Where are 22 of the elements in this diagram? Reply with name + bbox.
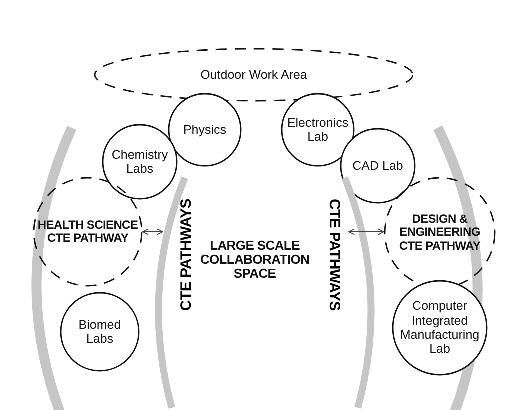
lab-circle — [102, 124, 178, 200]
lab-circle — [168, 93, 242, 167]
double-arrow — [348, 228, 384, 236]
space-label: LARGE SCALE COLLABORATION SPACE — [199, 238, 311, 282]
area-label: CAD Lab — [352, 158, 404, 174]
area-ellipse — [94, 48, 414, 102]
pathway-heading: CTE PATHWAYS — [326, 199, 343, 311]
pathway-label: DESIGN & ENGINEERING CTE PATHWAY — [398, 213, 482, 253]
lab-circle — [340, 128, 416, 204]
area-label: Electronics Lab — [286, 116, 350, 144]
pathway-label: HEALTH SCIENCE CTE PATHWAY — [36, 218, 140, 246]
lab-circle — [392, 280, 488, 376]
double-arrow — [142, 228, 164, 236]
area-label: Outdoor Work Area — [200, 68, 308, 82]
lab-circle — [281, 93, 355, 167]
area-label: Biomed Labs — [78, 318, 122, 346]
pathway-heading: CTE PATHWAYS — [178, 199, 195, 311]
area-label: Chemistry Labs — [110, 148, 170, 176]
area-label: Physics — [182, 122, 228, 138]
area-label: Computer Integrated Manufacturing Lab — [399, 299, 481, 357]
pathway-circle — [33, 177, 143, 287]
lab-circle — [60, 292, 140, 372]
